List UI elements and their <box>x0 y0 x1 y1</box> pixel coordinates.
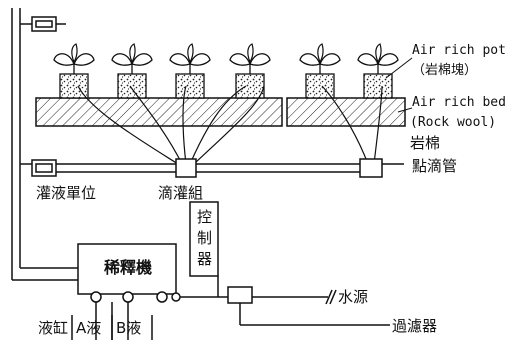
irrigation-unit-valve <box>31 159 57 177</box>
label-tank-a: A液 <box>76 319 101 337</box>
label-air-rich-pot: Air rich pot <box>412 43 506 58</box>
label-controller-3: 器 <box>197 250 212 268</box>
upper-valve <box>20 16 66 32</box>
plant-in-pot <box>169 43 211 99</box>
label-rock-wool-block: （岩棉塊） <box>412 62 477 78</box>
plant-in-pot <box>357 43 399 99</box>
label-tank: 液缸 <box>38 319 68 337</box>
plant-in-pot <box>111 43 153 99</box>
main-supply-pipe <box>11 8 78 281</box>
rock-wool-bed <box>35 97 406 127</box>
drip-group-connectors <box>175 158 383 178</box>
tank-lines <box>71 302 153 340</box>
label-water-source: 水源 <box>338 288 368 306</box>
label-rock-wool-en: (Rock wool) <box>410 115 496 130</box>
label-drip-group: 滴灌組 <box>158 184 203 202</box>
water-line <box>180 276 390 326</box>
filter-box <box>227 286 253 304</box>
plant-in-pot <box>299 43 341 99</box>
drip-pipe-line <box>20 163 404 173</box>
leader-lines <box>385 57 413 113</box>
drip-lines <box>77 85 383 165</box>
label-controller-2: 制 <box>197 229 212 247</box>
label-air-rich-bed: Air rich bed <box>412 95 506 110</box>
dilution-outlets <box>90 291 181 303</box>
label-drip-pipe: 點滴管 <box>412 157 457 175</box>
label-rock-wool-zh: 岩棉 <box>410 134 440 152</box>
plant-in-pot <box>53 43 95 99</box>
label-dilution-machine: 稀釋機 <box>104 258 152 277</box>
plant-row <box>53 43 399 99</box>
dilution-machine-box <box>77 243 177 295</box>
plant-in-pot <box>229 43 271 99</box>
label-irrigation-unit: 灌液單位 <box>36 184 96 202</box>
label-controller-1: 控 <box>197 208 212 226</box>
label-tank-b: B液 <box>116 319 141 337</box>
label-filter: 過濾器 <box>392 317 437 335</box>
controller-box <box>189 201 219 277</box>
